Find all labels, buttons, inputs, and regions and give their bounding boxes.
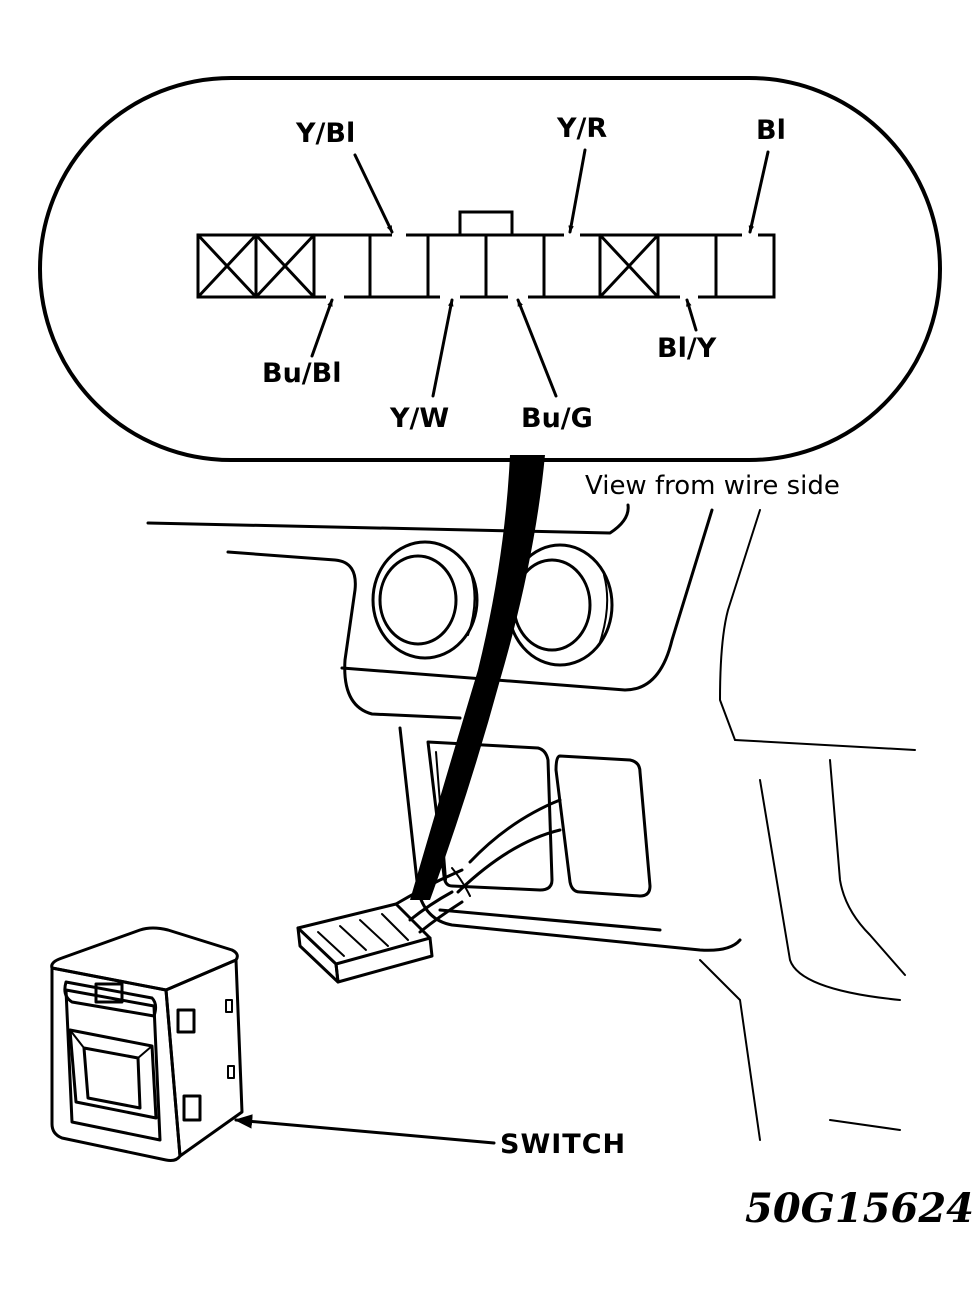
switch-label: SWITCH bbox=[234, 1114, 626, 1160]
svg-text:Bu/Bl: Bu/Bl bbox=[262, 358, 342, 389]
terminal-2-empty bbox=[254, 233, 316, 299]
terminal-7 bbox=[542, 233, 602, 299]
connector-face bbox=[196, 210, 776, 299]
terminal-1-empty bbox=[196, 233, 258, 299]
svg-text:Bl: Bl bbox=[756, 115, 786, 146]
terminal-6 bbox=[484, 233, 546, 299]
svg-text:SWITCH: SWITCH bbox=[500, 1129, 626, 1160]
terminal-10 bbox=[714, 233, 776, 299]
dashboard-illustration bbox=[146, 503, 916, 1141]
view-from-wire-side-label: View from wire side bbox=[585, 471, 840, 501]
wire-label-y-r: Y/R bbox=[556, 113, 607, 234]
wire-label-bu-bl: Bu/Bl bbox=[262, 298, 342, 389]
connector-lock-tab bbox=[458, 210, 514, 238]
svg-text:Bl/Y: Bl/Y bbox=[657, 333, 717, 364]
wire-label-bl: Bl bbox=[748, 115, 786, 234]
terminal-8-empty bbox=[598, 233, 660, 299]
harness-connector-plug bbox=[296, 868, 464, 984]
wire-harness bbox=[410, 455, 545, 900]
terminal-5 bbox=[426, 233, 488, 299]
figure-id: 50G15624 bbox=[745, 1185, 974, 1232]
terminal-9 bbox=[656, 233, 718, 299]
svg-text:View from wire side: View from wire side bbox=[585, 471, 840, 501]
svg-text:Bu/G: Bu/G bbox=[521, 403, 593, 434]
blank-cover-opening bbox=[554, 754, 652, 898]
svg-text:Y/W: Y/W bbox=[389, 403, 449, 434]
wire-label-bl-y: Bl/Y bbox=[657, 298, 717, 364]
wire-label-y-w: Y/W bbox=[389, 298, 454, 434]
wire-label-bu-g: Bu/G bbox=[516, 298, 593, 434]
knob-left bbox=[371, 540, 479, 660]
wire-label-y-bl: Y/Bl bbox=[295, 118, 394, 234]
switch-opening bbox=[426, 740, 554, 892]
power-window-switch bbox=[50, 926, 244, 1162]
terminal-4 bbox=[368, 233, 430, 299]
svg-text:Y/R: Y/R bbox=[556, 113, 607, 144]
terminal-3 bbox=[312, 233, 372, 299]
svg-text:Y/Bl: Y/Bl bbox=[295, 118, 355, 149]
